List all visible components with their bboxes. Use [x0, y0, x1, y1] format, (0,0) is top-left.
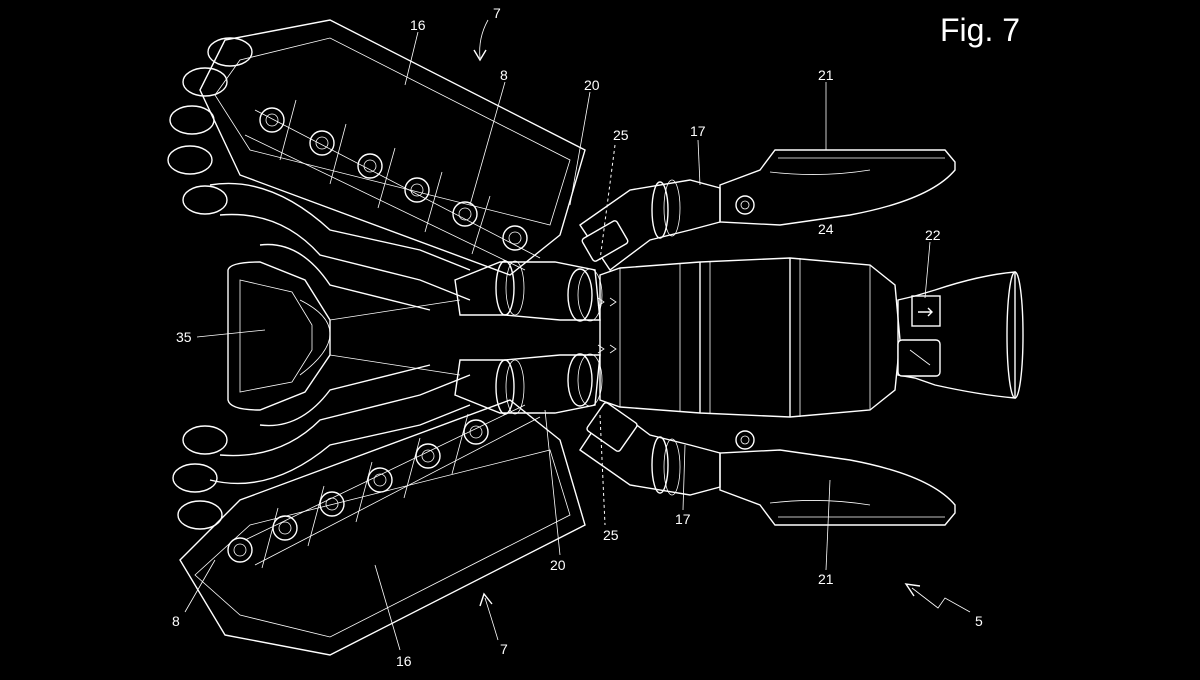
upper-muffler — [719, 149, 956, 226]
catalyst-canister — [599, 257, 901, 418]
label-7-top: 7 — [493, 5, 501, 21]
label-17-bottom: 17 — [675, 511, 691, 527]
label-8-bottom: 8 — [172, 613, 180, 629]
lower-flex-pipe — [579, 402, 721, 496]
label-5: 5 — [975, 613, 983, 629]
label-20-bottom: 20 — [550, 557, 566, 573]
upper-section-line — [599, 144, 616, 261]
label-16-bottom: 16 — [396, 653, 412, 669]
label-25-bottom: 25 — [603, 527, 619, 543]
exhaust-manifolds — [209, 182, 471, 485]
label-20-top: 20 — [584, 77, 600, 93]
label-8-top: 8 — [500, 67, 508, 83]
upper-flex-pipe — [579, 179, 721, 272]
intake-plenum — [227, 261, 331, 411]
label-7-bottom: 7 — [500, 641, 508, 657]
outlet-pipe — [897, 271, 1024, 399]
label-25-top: 25 — [613, 127, 629, 143]
lower-muffler — [719, 430, 956, 526]
label-17-top: 17 — [690, 123, 706, 139]
figure-title: Fig. 7 — [940, 12, 1021, 48]
small-dash-marks — [597, 297, 617, 354]
label-22: 22 — [925, 227, 941, 243]
upper-intake-runners — [167, 37, 253, 215]
lower-precatalyst — [454, 353, 603, 415]
lower-section-line — [599, 414, 606, 526]
label-24: 24 — [818, 221, 834, 237]
upper-precatalyst — [454, 260, 603, 322]
upper-cylinder-bank — [167, 19, 586, 276]
upper-spark-plug-row — [259, 107, 528, 251]
leader-lines — [184, 19, 971, 651]
label-21-top: 21 — [818, 67, 834, 83]
lower-cylinder-bank — [172, 399, 586, 656]
label-16-top: 16 — [410, 17, 426, 33]
label-21-bottom: 21 — [818, 571, 834, 587]
lower-spark-plug-row — [227, 419, 489, 563]
label-35: 35 — [176, 329, 192, 345]
lower-intake-runners — [172, 425, 228, 530]
